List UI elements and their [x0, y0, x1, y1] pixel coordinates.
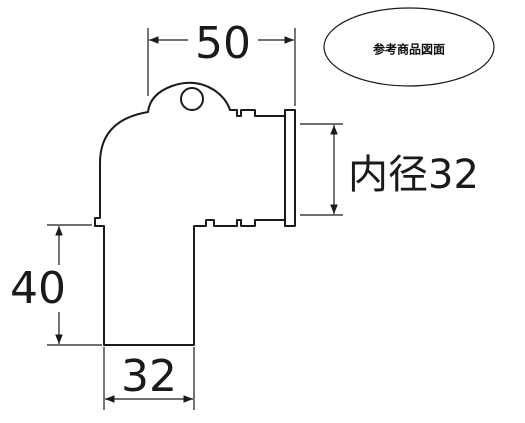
reference-drawing-badge: 参考商品図面	[323, 7, 495, 87]
dimension-label-right: 内径32	[348, 152, 479, 198]
dimension-label-bottom: 32	[121, 351, 177, 402]
fitting-body	[94, 81, 296, 346]
dimension-left: 40	[10, 224, 102, 346]
elbow-fitting-outline	[94, 81, 296, 346]
dimension-label-left: 40	[10, 263, 66, 314]
hanging-ring	[180, 87, 204, 111]
dimension-label-top: 50	[195, 18, 251, 69]
dimension-top: 50	[147, 18, 296, 106]
badge-label: 参考商品図面	[373, 42, 445, 57]
dimension-right: 内径32	[300, 123, 479, 216]
dimension-bottom: 32	[103, 347, 195, 410]
badge-ellipse	[323, 7, 495, 87]
